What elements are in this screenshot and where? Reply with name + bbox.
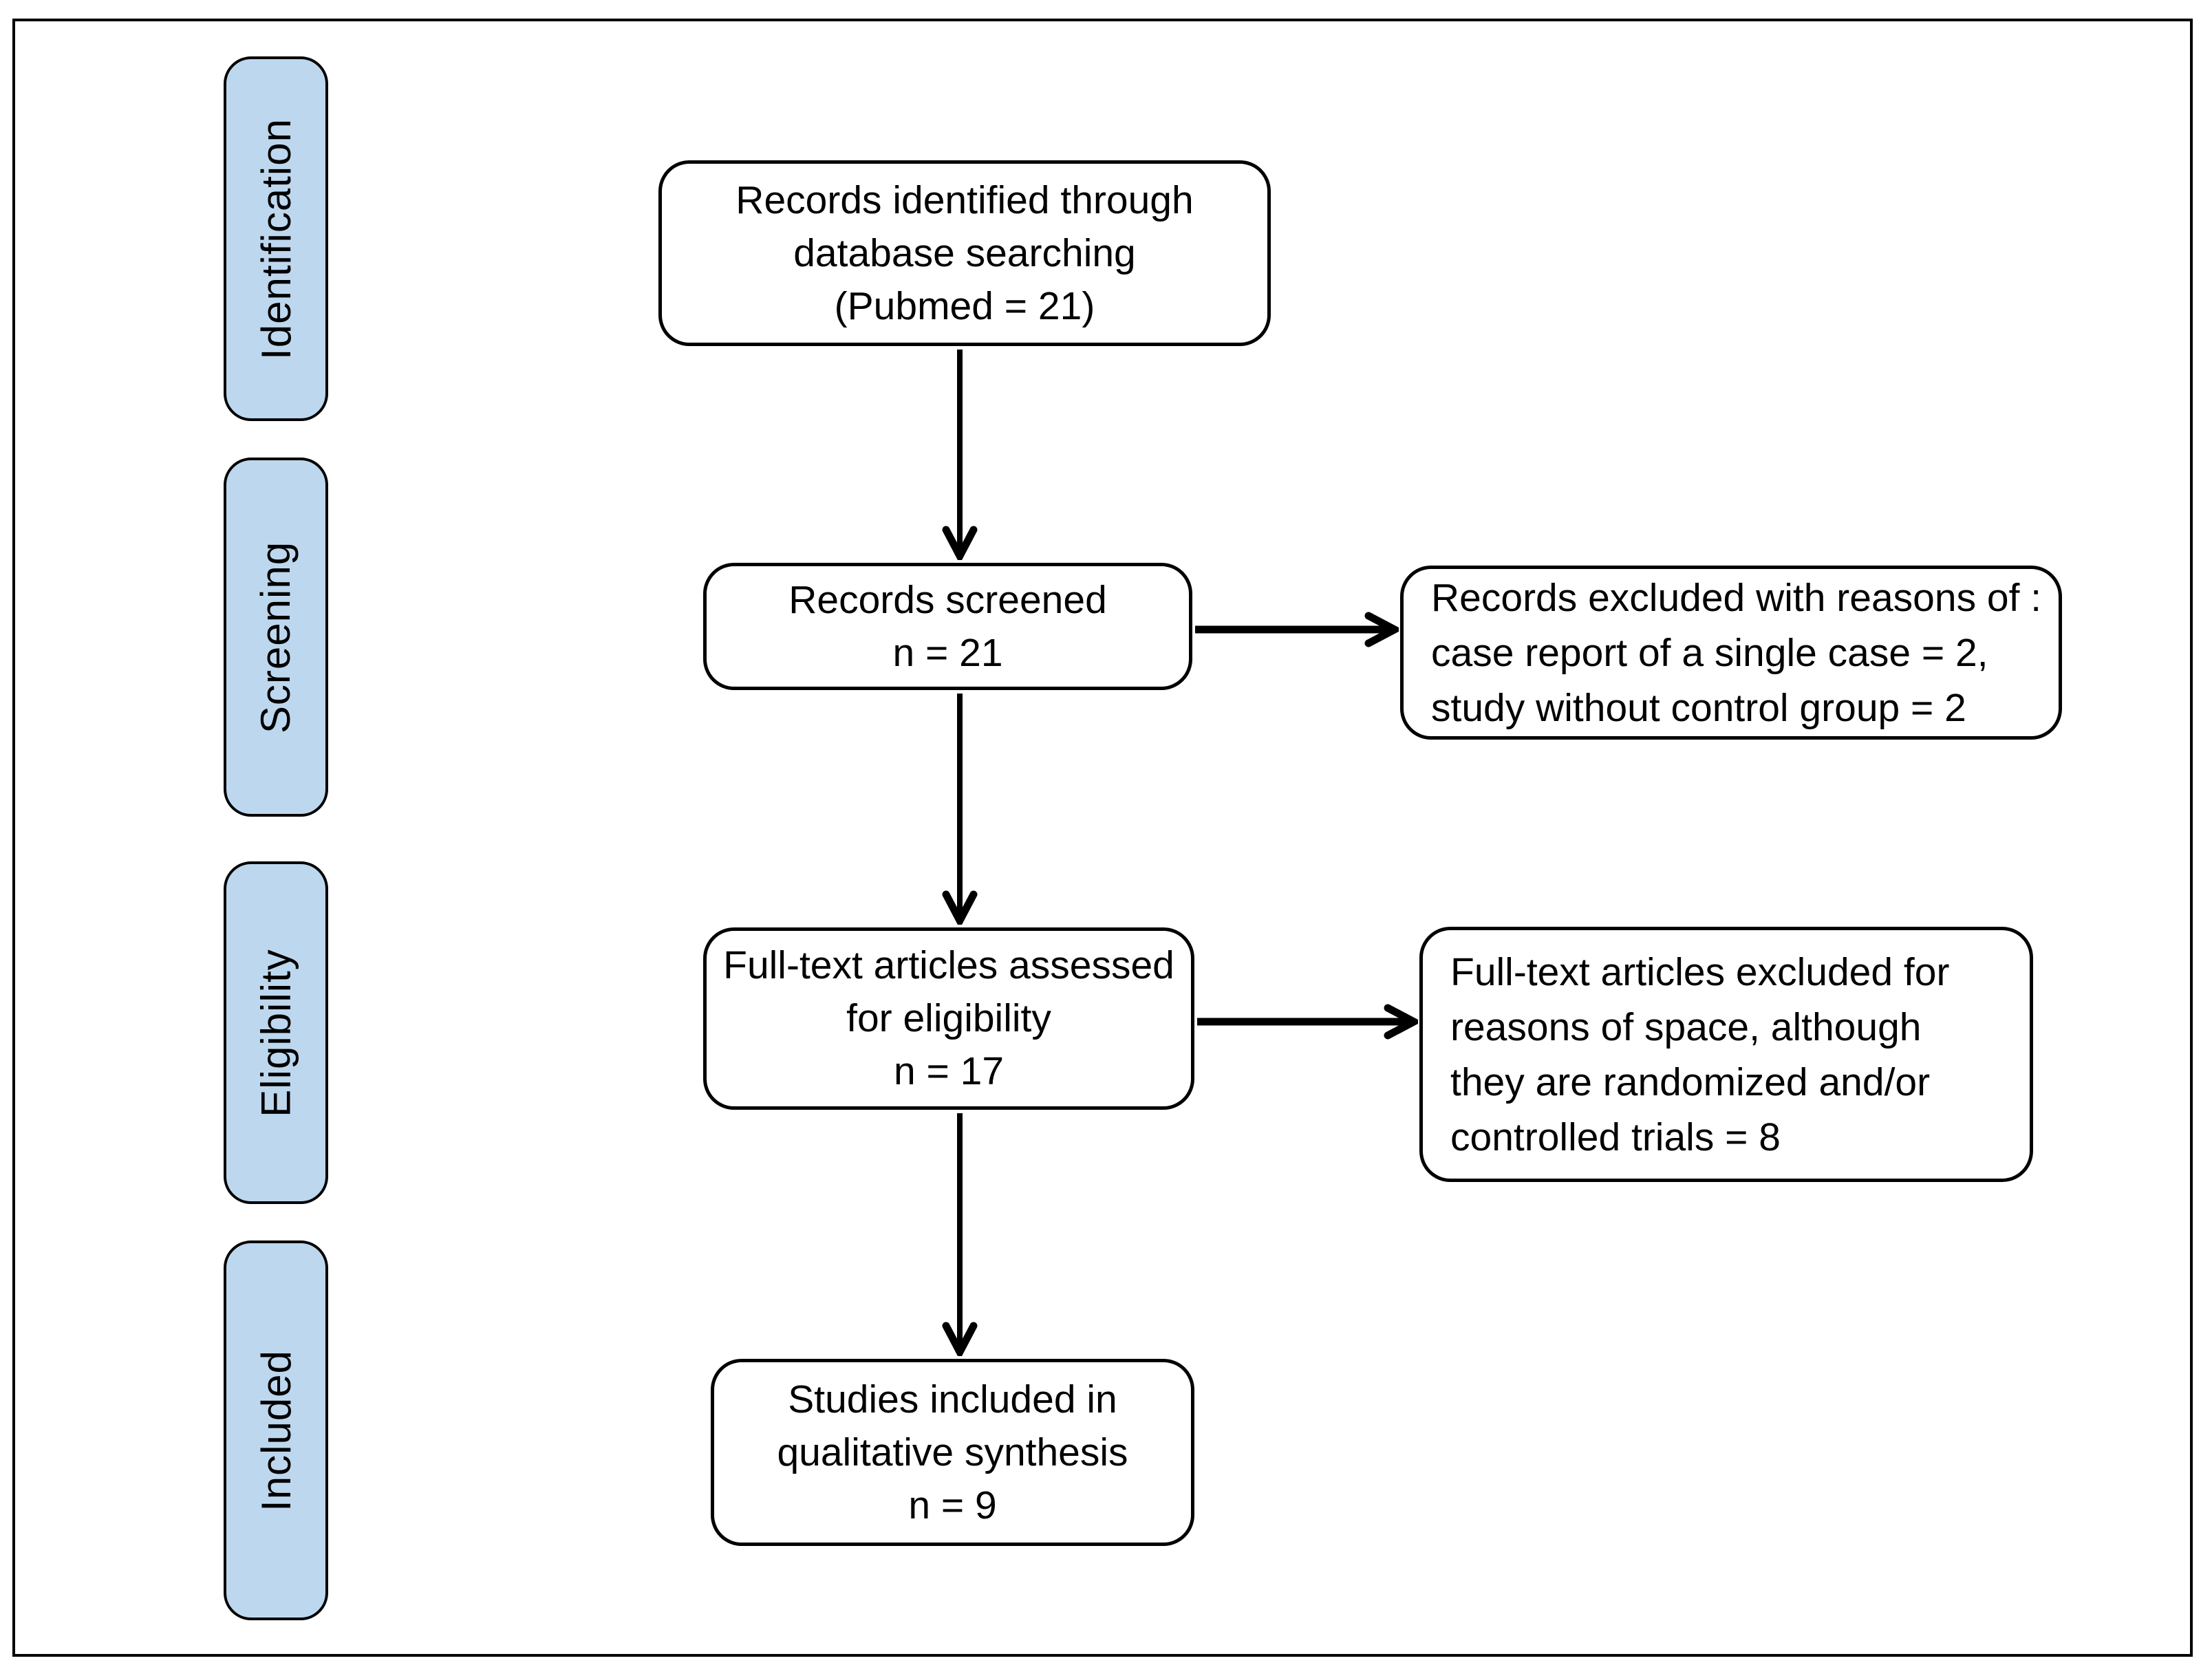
figure-frame <box>12 19 2193 1657</box>
flow-box-records-identified: Records identified through database sear… <box>658 160 1271 346</box>
stage-label: Included <box>253 1349 299 1512</box>
exclusion-box-line: Records excluded with reasons of : <box>1431 575 2042 620</box>
exclusion-box-line: case report of a single case = 2, <box>1431 630 1988 675</box>
stage-label: Identification <box>253 118 299 360</box>
stage-label: Eligibility <box>253 948 299 1117</box>
flow-box-records-screened: Records screened n = 21 <box>703 563 1192 690</box>
exclusion-box-line: Full-text articles excluded for <box>1450 949 1950 994</box>
flow-box-line: for eligibility <box>846 996 1051 1040</box>
exclusion-box-line: they are randomized and/or <box>1450 1060 1931 1104</box>
flow-box-line: n = 9 <box>908 1483 997 1527</box>
flow-box-line: Full-text articles assessed <box>723 943 1174 987</box>
exclusion-box-line: controlled trials = 8 <box>1450 1115 1781 1159</box>
exclusion-box-line: study without control group = 2 <box>1431 685 1966 730</box>
stage-label: Screening <box>253 541 299 733</box>
flow-box-studies-included: Studies included in qualitative synthesi… <box>711 1359 1194 1546</box>
flow-box-line: Records screened <box>788 577 1107 622</box>
flow-box-fulltext-assessed: Full-text articles assessed for eligibil… <box>703 927 1194 1110</box>
stage-bar-included: Included <box>224 1240 328 1620</box>
flow-box-line: n = 17 <box>893 1049 1005 1093</box>
stage-bar-identification: Identification <box>224 56 328 421</box>
stage-bar-eligibility: Eligibility <box>224 861 328 1204</box>
exclusion-box-fulltext-excluded: Full-text articles excluded for reasons … <box>1419 927 2033 1182</box>
flow-box-line: (Pubmed = 21) <box>834 283 1095 328</box>
exclusion-box-line: reasons of space, although <box>1450 1004 1922 1049</box>
exclusion-box-records-excluded: Records excluded with reasons of : case … <box>1400 566 2062 740</box>
flow-box-line: n = 21 <box>892 630 1003 675</box>
flow-box-line: Studies included in <box>788 1377 1117 1421</box>
flow-box-line: qualitative synthesis <box>777 1430 1128 1474</box>
flow-box-line: database searching <box>793 230 1136 275</box>
flow-box-line: Records identified through <box>735 178 1194 222</box>
stage-bar-screening: Screening <box>224 458 328 817</box>
